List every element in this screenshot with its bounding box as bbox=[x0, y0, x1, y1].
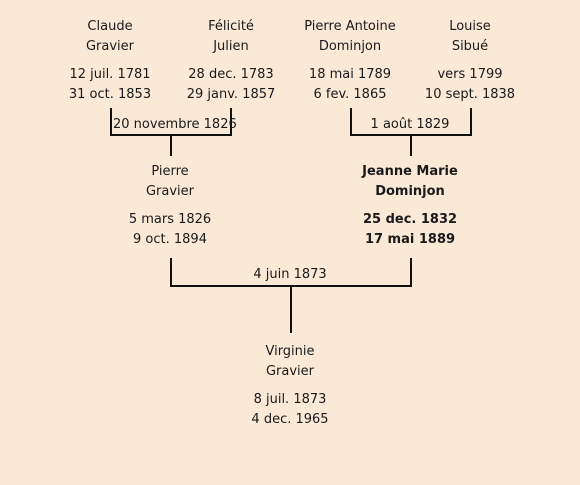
connector-line bbox=[410, 258, 412, 287]
first-name: Virginie bbox=[265, 344, 315, 359]
connector-line bbox=[410, 134, 412, 156]
birth-date: 12 juil. 1781 bbox=[69, 67, 151, 82]
connector-line bbox=[170, 258, 172, 287]
connector-line bbox=[470, 108, 472, 136]
death-date: 29 janv. 1857 bbox=[186, 87, 276, 102]
last-name: Dominjon bbox=[375, 184, 445, 199]
birth-date: 25 dec. 1832 bbox=[362, 212, 458, 227]
person-felicite-julien: Félicité Julien 28 dec. 1783 29 janv. 18… bbox=[156, 17, 306, 105]
last-name: Gravier bbox=[145, 184, 195, 199]
birth-date: 5 mars 1826 bbox=[128, 212, 212, 227]
birth-date: vers 1799 bbox=[437, 67, 503, 82]
marriage-date-gravier-dominjon: 4 juin 1873 bbox=[253, 267, 327, 282]
death-date: 4 dec. 1965 bbox=[251, 412, 329, 427]
death-date: 31 oct. 1853 bbox=[68, 87, 152, 102]
connector-line bbox=[230, 108, 232, 136]
birth-date: 8 juil. 1873 bbox=[253, 392, 327, 407]
last-name: Sibué bbox=[451, 39, 489, 54]
birth-date: 18 mai 1789 bbox=[308, 67, 392, 82]
person-claude-gravier: Claude Gravier 12 juil. 1781 31 oct. 185… bbox=[35, 17, 185, 105]
person-pierre-antoine-dominjon: Pierre Antoine Dominjon 18 mai 1789 6 fe… bbox=[275, 17, 425, 105]
marriage-date-dominjon-sibue: 1 août 1829 bbox=[360, 117, 460, 133]
person-virginie-gravier: Virginie Gravier 8 juil. 1873 4 dec. 196… bbox=[215, 342, 365, 430]
death-date: 17 mai 1889 bbox=[364, 232, 456, 247]
death-date: 10 sept. 1838 bbox=[424, 87, 516, 102]
person-jeanne-marie-dominjon: Jeanne Marie Dominjon 25 dec. 1832 17 ma… bbox=[335, 162, 485, 250]
first-name: Pierre bbox=[151, 164, 189, 179]
first-name: Jeanne Marie bbox=[362, 164, 458, 179]
last-name: Dominjon bbox=[318, 39, 382, 54]
last-name: Gravier bbox=[265, 364, 315, 379]
person-pierre-gravier: Pierre Gravier 5 mars 1826 9 oct. 1894 bbox=[95, 162, 245, 250]
first-name: Félicité bbox=[208, 19, 254, 34]
connector-line bbox=[350, 108, 352, 136]
connector-line bbox=[110, 108, 112, 136]
marriage-date-gravier-julien: 20 novembre 1826 bbox=[113, 117, 237, 133]
birth-date: 28 dec. 1783 bbox=[188, 67, 274, 82]
connector-line bbox=[290, 285, 292, 333]
connector-line bbox=[170, 134, 172, 156]
last-name: Julien bbox=[213, 39, 249, 54]
death-date: 6 fev. 1865 bbox=[313, 87, 387, 102]
last-name: Gravier bbox=[85, 39, 135, 54]
first-name: Louise bbox=[449, 19, 491, 34]
person-louise-sibue: Louise Sibué vers 1799 10 sept. 1838 bbox=[395, 17, 545, 105]
death-date: 9 oct. 1894 bbox=[133, 232, 207, 247]
first-name: Pierre Antoine bbox=[304, 19, 396, 34]
first-name: Claude bbox=[87, 19, 133, 34]
